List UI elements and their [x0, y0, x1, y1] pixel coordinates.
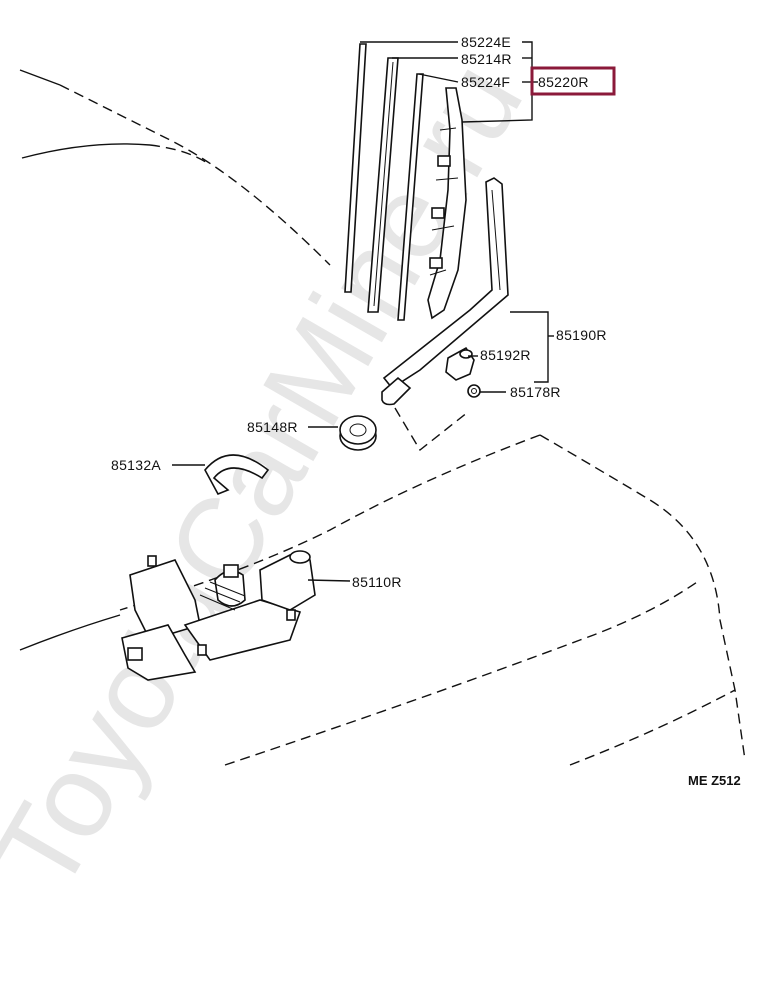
wiper-arm-cap	[445, 346, 475, 381]
diagram-code: ME Z512	[688, 773, 741, 788]
nut	[467, 384, 481, 398]
label-85220r[interactable]: 85220R	[538, 74, 589, 90]
label-85148r[interactable]: 85148R	[247, 419, 298, 435]
wiper-blade-assembly	[427, 87, 467, 320]
label-85214r[interactable]: 85214R	[461, 51, 512, 67]
watermark: ToyotaCarMine.ru	[0, 40, 548, 913]
pivot-grommet	[339, 415, 377, 451]
highlight-box-85220r	[530, 66, 616, 96]
vehicle-outline	[19, 69, 746, 766]
wiper-blade-rubber-85224e	[344, 43, 367, 293]
wiper-arm	[381, 177, 509, 406]
label-85192r[interactable]: 85192R	[480, 347, 531, 363]
label-85132a[interactable]: 85132A	[111, 457, 161, 473]
label-85190r[interactable]: 85190R	[556, 327, 607, 343]
label-85110r[interactable]: 85110R	[352, 574, 402, 590]
seal	[204, 454, 270, 496]
label-85224e[interactable]: 85224E	[461, 34, 511, 50]
label-85224f[interactable]: 85224F	[461, 74, 510, 90]
label-85178r[interactable]: 85178R	[510, 384, 561, 400]
wiper-motor	[121, 550, 316, 681]
